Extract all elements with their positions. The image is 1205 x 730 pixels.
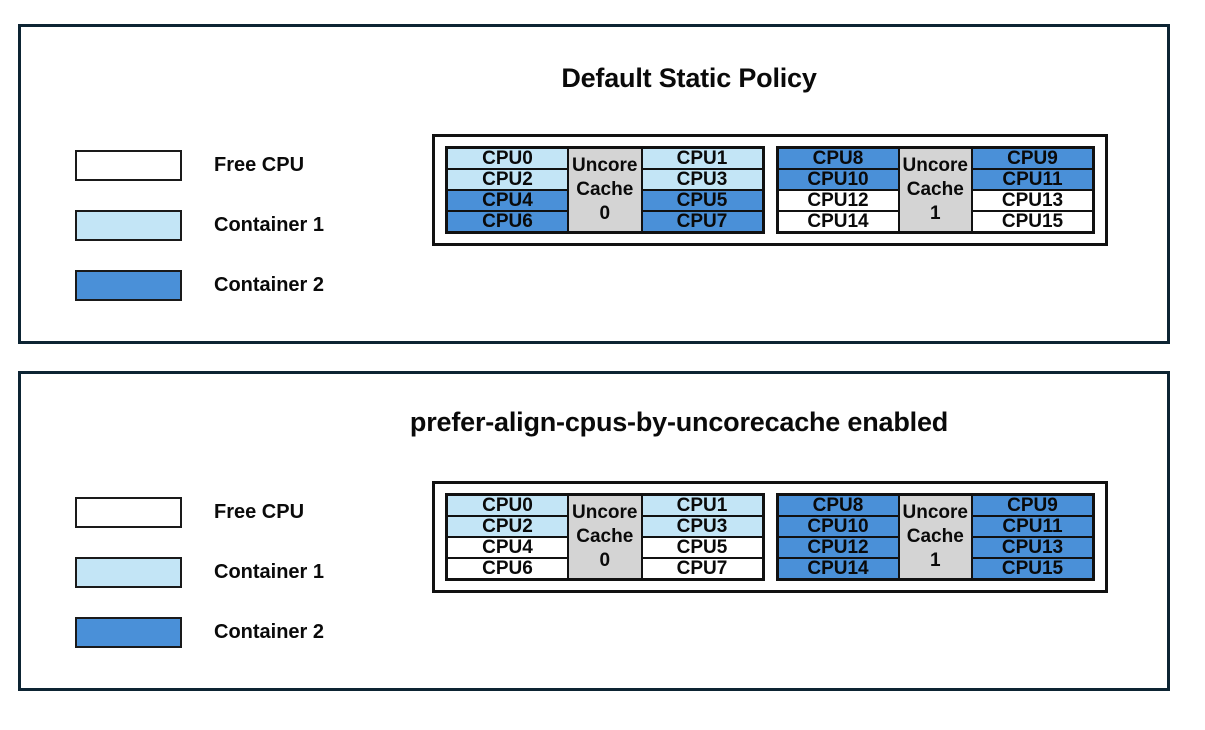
uncore-cache-block: Uncore Cache 0 xyxy=(568,148,642,232)
cpu-cell: CPU10 xyxy=(777,516,899,537)
uncore-cache-label-line1: Uncore xyxy=(902,502,968,524)
uncore-cache-block: Uncore Cache 1 xyxy=(898,495,972,579)
legend-item-container-2: Container 2 xyxy=(75,255,375,315)
cpu-cell: CPU6 xyxy=(447,558,568,579)
uncore-cache-label-line2: Cache xyxy=(576,526,634,548)
legend-label-free-cpu: Free CPU xyxy=(214,153,305,176)
legend-swatch-free-cpu xyxy=(75,496,182,528)
uncore-cache-index: 0 xyxy=(599,549,611,571)
uncore-cache-label-line1: Uncore xyxy=(572,502,638,524)
socket-uncore-cache-1: CPU8 CPU10 CPU12 CPU14 Uncore Cache 1 CP… xyxy=(775,146,1095,234)
uncore-cache-label-line1: Uncore xyxy=(902,155,968,177)
uncore-cache-label-line1: Uncore xyxy=(572,155,638,177)
cpu-cell: CPU3 xyxy=(641,169,763,190)
legend-label-container-2: Container 2 xyxy=(214,620,325,643)
legend-item-container-1: Container 1 xyxy=(75,195,375,255)
cpu-cell: CPU0 xyxy=(447,495,568,516)
cpu-column-right: CPU1 CPU3 CPU5 CPU7 xyxy=(641,495,763,579)
cpu-cell: CPU9 xyxy=(972,495,1093,516)
cpu-cell: CPU2 xyxy=(447,169,568,190)
legend-item-free-cpu: Free CPU xyxy=(75,482,375,542)
socket-uncore-cache-0: CPU0 CPU2 CPU4 CPU6 Uncore Cache 0 CPU1 … xyxy=(445,146,765,234)
legend-swatch-container-1 xyxy=(75,209,182,241)
page-title: prefer-align-cpus-by-uncorecache enabled xyxy=(409,407,949,437)
cpu-cell: CPU4 xyxy=(447,190,568,211)
cpu-cell: CPU10 xyxy=(777,169,899,190)
legend-label-container-2: Container 2 xyxy=(214,273,325,296)
cpu-cell: CPU0 xyxy=(447,148,568,169)
cpu-cell: CPU3 xyxy=(641,516,763,537)
cpu-column-left: CPU8 CPU10 CPU12 CPU14 xyxy=(777,495,899,579)
cpu-cell: CPU14 xyxy=(777,211,899,232)
cpu-cell: CPU7 xyxy=(641,211,763,232)
cpu-cell: CPU6 xyxy=(447,211,568,232)
uncore-cache-block: Uncore Cache 0 xyxy=(568,495,642,579)
legend-swatch-free-cpu xyxy=(75,149,182,181)
uncore-cache-label-line2: Cache xyxy=(906,526,964,548)
cpu-cell: CPU14 xyxy=(777,558,899,579)
legend-swatch-container-2 xyxy=(75,269,182,301)
cpu-topology-diagram-top: CPU0 CPU2 CPU4 CPU6 Uncore Cache 0 CPU1 … xyxy=(432,134,1108,246)
legend-bottom: Free CPU Container 1 Container 2 xyxy=(75,482,375,662)
cpu-cell: CPU1 xyxy=(641,495,763,516)
uncore-cache-label-line2: Cache xyxy=(576,179,634,201)
socket-uncore-cache-0: CPU0 CPU2 CPU4 CPU6 Uncore Cache 0 CPU1 … xyxy=(445,493,765,581)
cpu-column-left: CPU8 CPU10 CPU12 CPU14 xyxy=(777,148,899,232)
legend-item-free-cpu: Free CPU xyxy=(75,135,375,195)
legend-label-container-1: Container 1 xyxy=(214,213,325,236)
legend-top: Free CPU Container 1 Container 2 xyxy=(75,135,375,315)
socket-uncore-cache-1: CPU8 CPU10 CPU12 CPU14 Uncore Cache 1 CP… xyxy=(775,493,1095,581)
legend-item-container-2: Container 2 xyxy=(75,602,375,662)
legend-label-free-cpu: Free CPU xyxy=(214,500,305,523)
cpu-cell: CPU15 xyxy=(972,558,1093,579)
uncore-cache-block: Uncore Cache 1 xyxy=(898,148,972,232)
cpu-cell: CPU13 xyxy=(972,190,1093,211)
cpu-cell: CPU15 xyxy=(972,211,1093,232)
cpu-cell: CPU13 xyxy=(972,537,1093,558)
cpu-column-right: CPU1 CPU3 CPU5 CPU7 xyxy=(641,148,763,232)
legend-swatch-container-1 xyxy=(75,556,182,588)
cpu-cell: CPU1 xyxy=(641,148,763,169)
cpu-cell: CPU8 xyxy=(777,148,899,169)
cpu-cell: CPU12 xyxy=(777,190,899,211)
cpu-topology-diagram-bottom: CPU0 CPU2 CPU4 CPU6 Uncore Cache 0 CPU1 … xyxy=(432,481,1108,593)
cpu-cell: CPU11 xyxy=(972,516,1093,537)
cpu-cell: CPU9 xyxy=(972,148,1093,169)
uncore-cache-index: 0 xyxy=(599,202,611,224)
cpu-column-left: CPU0 CPU2 CPU4 CPU6 xyxy=(447,495,568,579)
cpu-cell: CPU12 xyxy=(777,537,899,558)
cpu-cell: CPU7 xyxy=(641,558,763,579)
legend-swatch-container-2 xyxy=(75,616,182,648)
uncore-cache-index: 1 xyxy=(929,549,941,571)
cpu-column-right: CPU9 CPU11 CPU13 CPU15 xyxy=(972,148,1093,232)
cpu-column-left: CPU0 CPU2 CPU4 CPU6 xyxy=(447,148,568,232)
legend-item-container-1: Container 1 xyxy=(75,542,375,602)
cpu-cell: CPU8 xyxy=(777,495,899,516)
cpu-column-right: CPU9 CPU11 CPU13 CPU15 xyxy=(972,495,1093,579)
uncore-cache-label-line2: Cache xyxy=(906,179,964,201)
page-title: Default Static Policy xyxy=(561,63,817,93)
cpu-cell: CPU2 xyxy=(447,516,568,537)
panel-default-static-policy: Default Static Policy Free CPU Container… xyxy=(18,24,1170,344)
cpu-cell: CPU4 xyxy=(447,537,568,558)
legend-label-container-1: Container 1 xyxy=(214,560,325,583)
uncore-cache-index: 1 xyxy=(929,202,941,224)
panel-prefer-align-cpus-by-uncorecache: prefer-align-cpus-by-uncorecache enabled… xyxy=(18,371,1170,691)
cpu-cell: CPU5 xyxy=(641,537,763,558)
cpu-cell: CPU5 xyxy=(641,190,763,211)
cpu-cell: CPU11 xyxy=(972,169,1093,190)
